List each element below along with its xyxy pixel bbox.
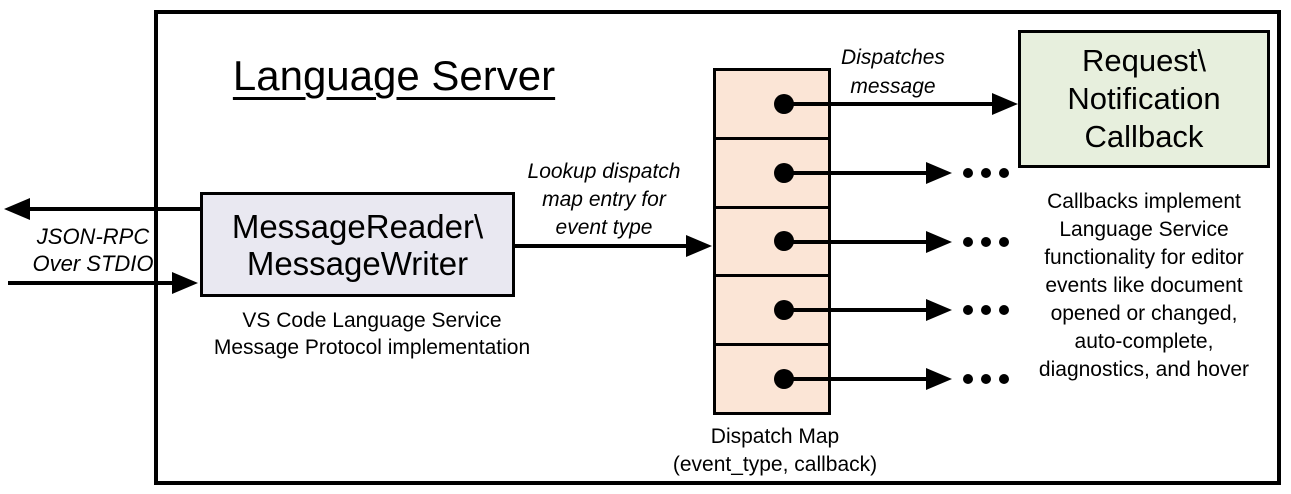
lookup-label: Lookup dispatch map entry for event type xyxy=(528,158,681,242)
jsonrpc-stdio-label: JSON-RPC Over STDIO xyxy=(32,223,153,277)
entry-dot-icon xyxy=(774,369,794,390)
dispatch-arrowhead-2-icon xyxy=(926,162,952,184)
dispatch-arrow-line-1 xyxy=(792,102,994,106)
callbacks-note-line: Callbacks implement xyxy=(1047,190,1241,213)
stdin-arrowhead-right-icon xyxy=(172,272,198,294)
dispatch-arrowhead-5-icon xyxy=(926,368,952,390)
callbacks-note-line: diagnostics, and hover xyxy=(1038,358,1250,381)
dispatches-message-label-line1: Dispatches xyxy=(841,46,945,69)
message-box-caption-line2: Message Protocol implementation xyxy=(213,336,531,359)
dispatch-map-label: Dispatch Map (event_type, callback) xyxy=(673,423,877,479)
dispatches-message-label-line2: message xyxy=(850,75,936,98)
ellipsis-icon xyxy=(963,374,1009,384)
callbacks-note: Callbacks implement Language Service fun… xyxy=(1009,188,1279,384)
lookup-arrow-line xyxy=(515,244,688,248)
dispatch-arrow-line-4 xyxy=(792,308,928,312)
entry-dot-icon xyxy=(774,162,794,183)
dispatch-map-label-line2: (event_type, callback) xyxy=(672,453,878,476)
entry-dot-icon xyxy=(774,231,794,252)
callback-box-line3: Callback xyxy=(1084,119,1204,154)
callbacks-note-line: Language Service xyxy=(1059,218,1229,241)
callbacks-note-line: auto-complete, xyxy=(1074,330,1214,353)
entry-dot-icon xyxy=(774,93,794,114)
dispatch-arrowhead-4-icon xyxy=(926,299,952,321)
dispatch-arrowhead-1-icon xyxy=(992,93,1018,115)
message-box-caption-line1: VS Code Language Service xyxy=(242,309,502,332)
lookup-arrowhead-icon xyxy=(686,235,712,257)
diagram-title: Language Server xyxy=(232,52,556,99)
message-reader-writer-box: MessageReader\ MessageWriter xyxy=(200,192,515,297)
message-box-caption: VS Code Language Service Message Protoco… xyxy=(214,307,530,361)
stdin-arrow-line xyxy=(8,281,174,285)
ellipsis-icon xyxy=(963,237,1009,247)
lookup-label-line1: Lookup dispatch xyxy=(527,160,681,183)
stdout-arrow-line xyxy=(26,207,200,211)
jsonrpc-stdio-label-line2: Over STDIO xyxy=(32,251,154,276)
ellipsis-icon xyxy=(963,168,1009,178)
entry-dot-icon xyxy=(774,300,794,321)
dispatch-arrow-line-3 xyxy=(792,240,928,244)
callbacks-note-line: events like document xyxy=(1045,274,1243,297)
callbacks-note-line: opened or changed, xyxy=(1050,302,1238,325)
dispatch-map-row xyxy=(716,274,828,344)
ellipsis-icon xyxy=(963,305,1009,315)
request-notification-callback-box: Request\ Notification Callback xyxy=(1018,30,1270,168)
lookup-label-line2: map entry for xyxy=(542,188,666,211)
message-writer-line: MessageWriter xyxy=(246,244,469,282)
stdout-arrowhead-left-icon xyxy=(4,198,30,220)
dispatch-map-label-line1: Dispatch Map xyxy=(710,425,840,448)
dispatches-message-label: Dispatches message xyxy=(841,43,945,101)
message-reader-line: MessageReader\ xyxy=(231,207,484,245)
callbacks-note-line: functionality for editor xyxy=(1044,246,1244,269)
lookup-label-line3: event type xyxy=(555,216,653,239)
jsonrpc-stdio-label-line1: JSON-RPC xyxy=(36,224,150,249)
dispatch-arrowhead-3-icon xyxy=(926,231,952,253)
callback-box-line2: Notification xyxy=(1067,81,1221,116)
dispatch-arrow-line-2 xyxy=(792,171,928,175)
dispatch-map-row xyxy=(716,205,828,275)
dispatch-arrow-line-5 xyxy=(792,377,928,381)
callback-box-line1: Request\ xyxy=(1081,43,1207,78)
